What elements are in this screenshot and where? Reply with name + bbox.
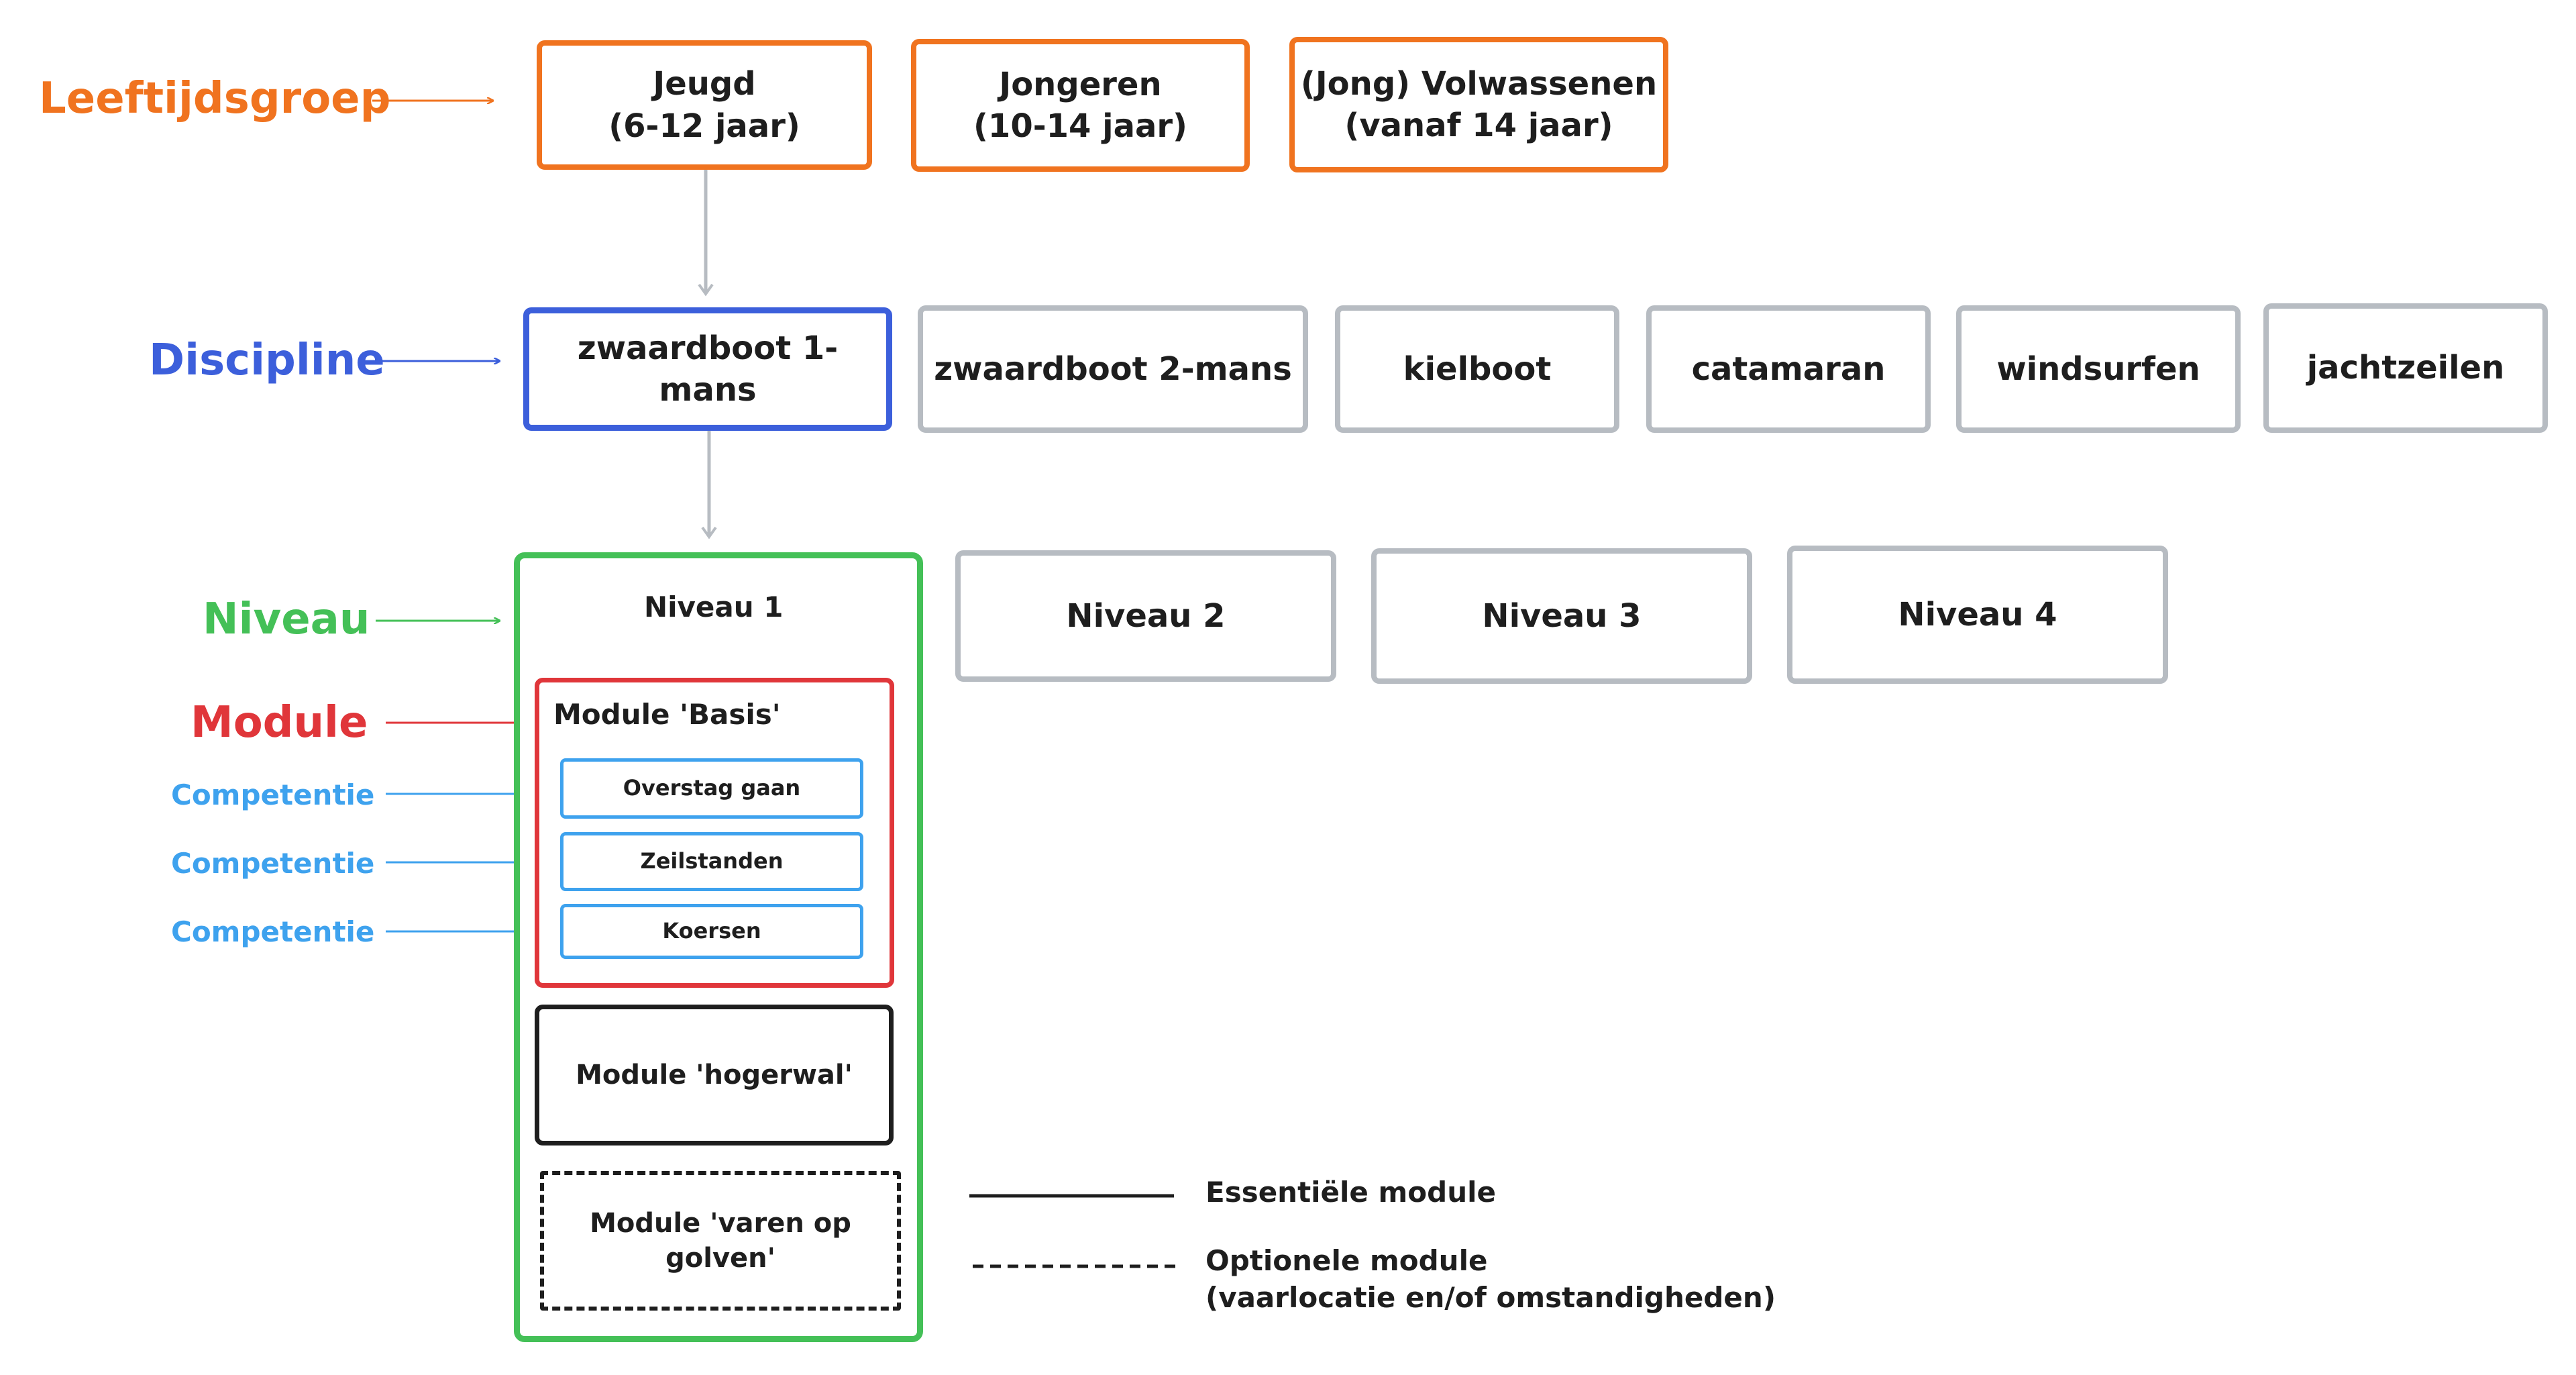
- competence-koersen: Koersen: [560, 904, 863, 959]
- age-group-name: Jongeren: [999, 65, 1162, 103]
- level-3: Niveau 3: [1371, 548, 1752, 684]
- legend-optional-note: (vaarlocatie en/of omstandigheden): [1205, 1280, 1776, 1314]
- legend-optional-label: Optionele module (vaarlocatie en/of omst…: [1205, 1243, 1776, 1316]
- module-basis-title: Module 'Basis': [553, 698, 781, 731]
- row-label-competentie: Competentie: [171, 778, 375, 811]
- legend-optional-title: Optionele module: [1205, 1244, 1488, 1277]
- competence-overstag-gaan: Overstag gaan: [560, 758, 863, 819]
- discipline-zwaardboot-2-mans: zwaardboot 2-mans: [918, 305, 1308, 433]
- module-varen-op-golven-label: Module 'varen op golven': [590, 1208, 851, 1274]
- level-4: Niveau 4: [1787, 546, 2168, 684]
- row-label-niveau: Niveau: [203, 595, 370, 644]
- level-2: Niveau 2: [955, 550, 1336, 682]
- age-group-jeugd: Jeugd (6-12 jaar): [537, 40, 872, 170]
- age-group-volwassenen: (Jong) Volwassenen (vanaf 14 jaar): [1289, 37, 1668, 172]
- row-label-leeftijdsgroep: Leeftijdsgroep: [39, 74, 391, 123]
- age-group-jongeren: Jongeren (10-14 jaar): [911, 39, 1250, 172]
- row-label-competentie: Competentie: [171, 915, 375, 948]
- age-group-name: (Jong) Volwassenen: [1300, 64, 1658, 103]
- competence-zeilstanden: Zeilstanden: [560, 832, 863, 891]
- level-1-title: Niveau 1: [644, 591, 784, 623]
- row-label-discipline: Discipline: [149, 336, 385, 385]
- row-label-module: Module: [191, 698, 368, 748]
- module-varen-op-golven: Module 'varen op golven': [540, 1171, 901, 1311]
- discipline-jachtzeilen: jachtzeilen: [2263, 303, 2548, 433]
- legend-essential-label: Essentiële module: [1205, 1176, 1497, 1209]
- age-group-range: (10-14 jaar): [973, 107, 1187, 145]
- age-group-range: (vanaf 14 jaar): [1344, 107, 1613, 144]
- age-group-range: (6-12 jaar): [608, 107, 800, 145]
- discipline-kielboot: kielboot: [1335, 305, 1619, 433]
- module-hogerwal: Module 'hogerwal': [535, 1005, 894, 1145]
- discipline-zwaardboot-1-mans: zwaardboot 1-mans: [523, 307, 892, 431]
- row-label-competentie: Competentie: [171, 847, 375, 880]
- discipline-catamaran: catamaran: [1646, 305, 1931, 433]
- discipline-windsurfen: windsurfen: [1956, 305, 2241, 433]
- age-group-name: Jeugd: [653, 65, 756, 103]
